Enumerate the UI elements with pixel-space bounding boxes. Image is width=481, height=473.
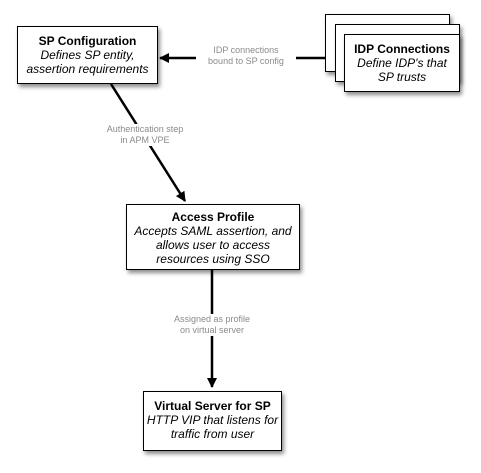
- edge-label-access-profile-to-virtual-server: Assigned as profile on virtual server: [160, 314, 264, 336]
- edge-label-idp-to-sp-line2: bound to SP config: [208, 56, 284, 66]
- virtual-server-node[interactable]: Virtual Server for SP HTTP VIP that list…: [143, 391, 282, 451]
- access-profile-desc-line3: resources using SSO: [156, 252, 270, 266]
- edge-label-idp-to-sp-line1: IDP connections: [213, 45, 279, 55]
- virtual-server-desc-line1: HTTP VIP that listens for: [146, 413, 279, 427]
- access-profile-desc-line1: Accepts SAML assertion, and: [134, 224, 292, 238]
- idp-connections-node[interactable]: IDP Connections Define IDP's that SP tru…: [344, 34, 460, 92]
- virtual-server-desc-line2: traffic from user: [170, 427, 255, 441]
- idp-connections-title: IDP Connections: [354, 42, 450, 56]
- sp-configuration-node[interactable]: SP Configuration Defines SP entity, asse…: [17, 26, 158, 84]
- edge-label-access-profile-to-virtual-server-line1: Assigned as profile: [173, 314, 251, 324]
- sp-configuration-desc-line1: Defines SP entity,: [40, 48, 135, 62]
- edge-label-idp-to-sp: IDP connections bound to SP config: [196, 45, 296, 67]
- idp-connections-desc-line1: Define IDP's that: [357, 56, 447, 70]
- access-profile-node[interactable]: Access Profile Accepts SAML assertion, a…: [126, 204, 300, 270]
- access-profile-desc-line2: allows user to access: [155, 238, 271, 252]
- edge-label-sp-to-access-profile: Authentication step in APM VPE: [90, 124, 200, 146]
- edge-label-sp-to-access-profile-line1: Authentication step: [106, 124, 184, 134]
- sp-configuration-title: SP Configuration: [38, 34, 137, 48]
- idp-connections-desc-line2: SP trusts: [377, 70, 427, 84]
- virtual-server-title: Virtual Server for SP: [154, 399, 271, 413]
- access-profile-title: Access Profile: [171, 210, 255, 224]
- edge-label-access-profile-to-virtual-server-line2: on virtual server: [179, 325, 245, 335]
- edge-label-sp-to-access-profile-line2: in APM VPE: [120, 135, 170, 145]
- sp-configuration-desc-line2: assertion requirements: [26, 62, 149, 76]
